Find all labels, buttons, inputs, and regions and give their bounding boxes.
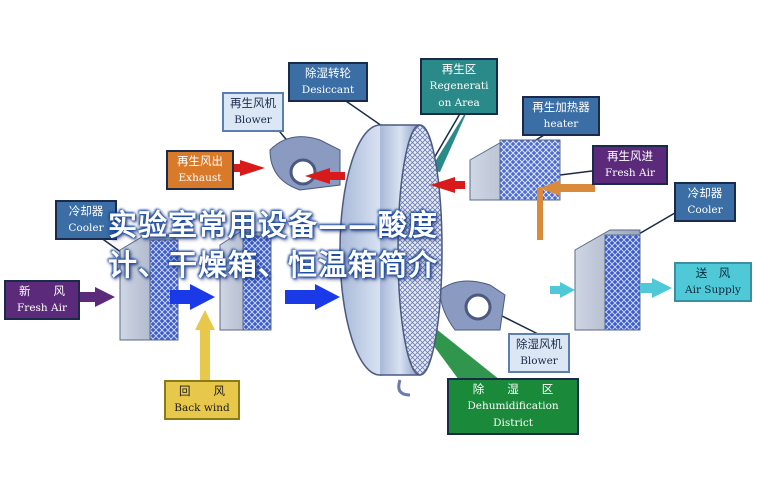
heater-unit: [469, 139, 561, 201]
label-regen-heater: 再生加热器 heater: [522, 96, 600, 136]
label-cooler-left-en: Cooler: [68, 222, 104, 234]
label-dehum-district: 除 湿 区 Dehumidification District: [447, 378, 579, 435]
label-regen-area-en2: on Area: [438, 97, 480, 109]
label-back-wind: 回 风 Back wind: [164, 380, 240, 420]
label-regen-exhaust: 再生风出 Exhaust: [166, 150, 234, 190]
label-heater-zh: 再生加热器: [532, 100, 590, 114]
desiccant-wheel: [339, 124, 443, 397]
label-cooler-left-zh: 冷却器: [68, 204, 104, 218]
label-regen-area-en1: Regenerati: [429, 80, 489, 92]
label-air-supply: 送 风 Air Supply: [674, 262, 752, 302]
label-district-zh: 除 湿 区: [472, 382, 554, 396]
label-back-wind-en: Back wind: [174, 402, 230, 414]
label-regen-blower-en: Blower: [234, 114, 272, 126]
label-regen-fresh-en: Fresh Air: [605, 167, 655, 179]
label-cooler-right-zh: 冷却器: [687, 186, 723, 200]
label-fresh-air: 新 风 Fresh Air: [4, 280, 80, 320]
label-heater-en: heater: [543, 118, 579, 130]
label-cooler-right: 冷却器 Cooler: [674, 182, 736, 222]
label-district-en2: District: [493, 417, 533, 429]
label-dehum-blower-zh: 除湿风机: [516, 337, 562, 351]
label-regen-area-zh: 再生区: [441, 62, 477, 76]
label-regen-blower: 再生风机 Blower: [222, 92, 284, 132]
supply-unit: [574, 229, 641, 331]
label-district-en1: Dehumidification: [467, 400, 559, 412]
label-dehum-blower-en: Blower: [520, 355, 558, 367]
overlay-title-line1: 实验室常用设备——酸度: [108, 208, 439, 242]
label-regen-area: 再生区 Regenerati on Area: [420, 58, 498, 115]
label-regen-fresh-zh: 再生风进: [607, 149, 653, 163]
regen-pointer: [430, 105, 470, 172]
overlay-title-line2: 计、干燥箱、恒温箱简介: [108, 248, 439, 282]
overlay-title: 实验室常用设备——酸度 计、干燥箱、恒温箱简介: [108, 205, 708, 285]
label-regen-blower-zh: 再生风机: [230, 96, 276, 110]
label-dehum-blower: 除湿风机 Blower: [508, 333, 570, 373]
label-cooler-right-en: Cooler: [687, 204, 723, 216]
cooler-left-unit: [119, 234, 179, 341]
filter-unit: [219, 231, 272, 331]
label-regen-fresh-air: 再生风进 Fresh Air: [592, 145, 668, 185]
label-desiccant-zh: 除湿转轮: [305, 66, 351, 80]
label-desiccant-en: Desiccant: [301, 84, 355, 96]
dehum-blower-shape: [439, 280, 506, 331]
label-supply-en: Air Supply: [685, 284, 741, 296]
label-cooler-left: 冷却器 Cooler: [55, 200, 117, 240]
label-fresh-air-en: Fresh Air: [17, 302, 67, 314]
label-back-wind-zh: 回 风: [179, 384, 225, 398]
label-desiccant-wheel: 除湿转轮 Desiccant: [288, 62, 368, 102]
label-supply-zh: 送 风: [695, 266, 731, 280]
label-exhaust-en: Exhaust: [178, 172, 222, 184]
label-exhaust-zh: 再生风出: [177, 154, 223, 168]
label-fresh-air-zh: 新 风: [19, 284, 65, 298]
